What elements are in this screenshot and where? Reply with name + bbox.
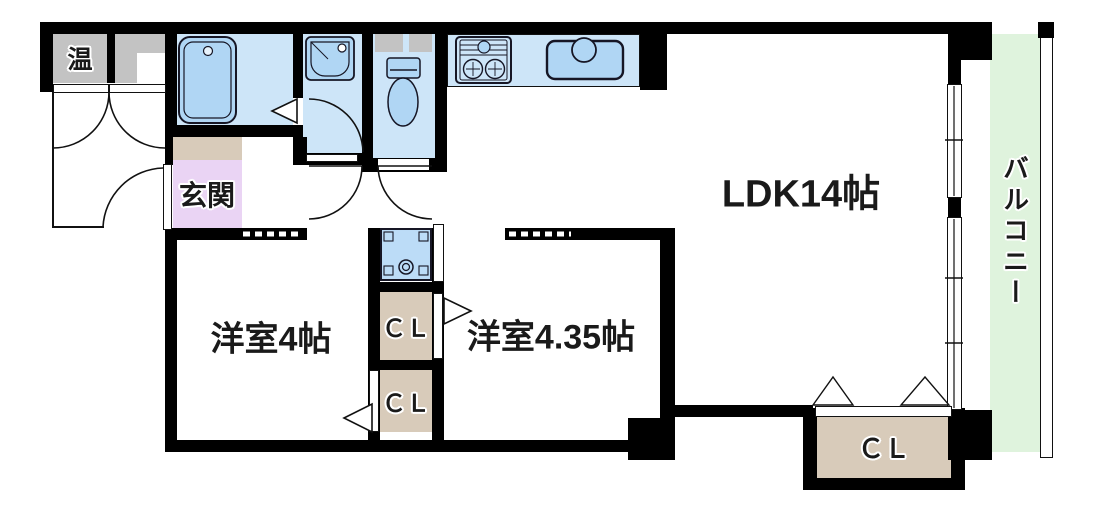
wall [293, 22, 303, 98]
entrance-alcove-edge [52, 92, 54, 228]
washing-machine-fixture [380, 228, 432, 281]
wall [948, 198, 961, 217]
toilet-shelf-right [409, 34, 432, 52]
wall [803, 478, 965, 490]
label-ldk: LDK14帖 [721, 173, 881, 216]
door-swing-arcs [52, 91, 433, 228]
washbasin-fixture [305, 36, 355, 81]
closet-upper-door-leaf [433, 293, 443, 359]
label-bedroom435: 洋室4.35帖 [466, 318, 636, 357]
wall [40, 22, 952, 34]
storage-door-leaf [109, 84, 166, 93]
folding-door-triangles [270, 97, 951, 434]
wall [435, 22, 447, 172]
toilet-shelf-left [375, 34, 403, 52]
closet-ldk-door-track [815, 406, 952, 417]
bathtub-fixture [178, 36, 237, 124]
storage-gray-l-vert [115, 32, 137, 83]
wall [628, 418, 675, 460]
wall [165, 440, 628, 452]
wall [165, 125, 303, 137]
wall [368, 282, 444, 292]
window-mullions [945, 86, 963, 408]
balcony-floor [990, 34, 1040, 452]
kitchen-sink-fixture [545, 37, 625, 81]
label-bedroom4: 洋室4帖 [210, 320, 332, 359]
wall [165, 228, 177, 452]
closet-lower-folding-door [342, 402, 373, 434]
wall [803, 408, 817, 490]
entrance-alcove-edge [52, 226, 104, 228]
bathroom-folding-door [270, 97, 298, 125]
wall [505, 228, 675, 240]
stove-fixture [455, 36, 512, 84]
wall [165, 22, 177, 137]
toilet-fixture [386, 57, 421, 127]
closet-upper-floor [380, 292, 432, 360]
entrance-step [173, 137, 242, 160]
closet-ldk-folding-door [899, 375, 951, 406]
wall [362, 22, 373, 172]
wall [640, 22, 667, 90]
label-closet-ldk: ＣＬ [857, 433, 911, 464]
storage-gray-l-horiz [135, 32, 170, 53]
wall [663, 405, 813, 417]
toilet-door-gap [378, 159, 429, 170]
bathroom-door-gap [293, 98, 303, 125]
label-entrance: 玄関 [178, 180, 236, 211]
wall [948, 410, 992, 460]
wall [948, 60, 961, 84]
wall [107, 30, 115, 83]
closet-upper-folding-door [443, 296, 473, 326]
washbasin-door-leaf [306, 154, 358, 162]
label-closet-lower: ＣＬ [382, 390, 430, 418]
closet-ldk-floor [817, 417, 951, 478]
bedroom4-door-gap [307, 228, 368, 240]
wall [1038, 22, 1054, 38]
wall [40, 22, 53, 92]
entrance-door-leaf [163, 164, 172, 230]
bedroom435-door-leaf [433, 224, 444, 282]
wall [948, 22, 992, 60]
label-balcony: バルコニー [999, 154, 1030, 310]
closet-lower-floor [380, 370, 432, 432]
label-water-heater: 温 [67, 46, 93, 74]
water-heater-box [53, 32, 107, 83]
closet-ldk-folding-door [811, 375, 855, 406]
entrance-floor [173, 160, 242, 228]
storage-door-leaf [53, 84, 109, 93]
wall [165, 137, 173, 165]
wall [368, 360, 444, 370]
label-closet-upper: ＣＬ [382, 315, 430, 343]
closet-lower-door-leaf [369, 370, 379, 432]
wall [660, 228, 675, 420]
